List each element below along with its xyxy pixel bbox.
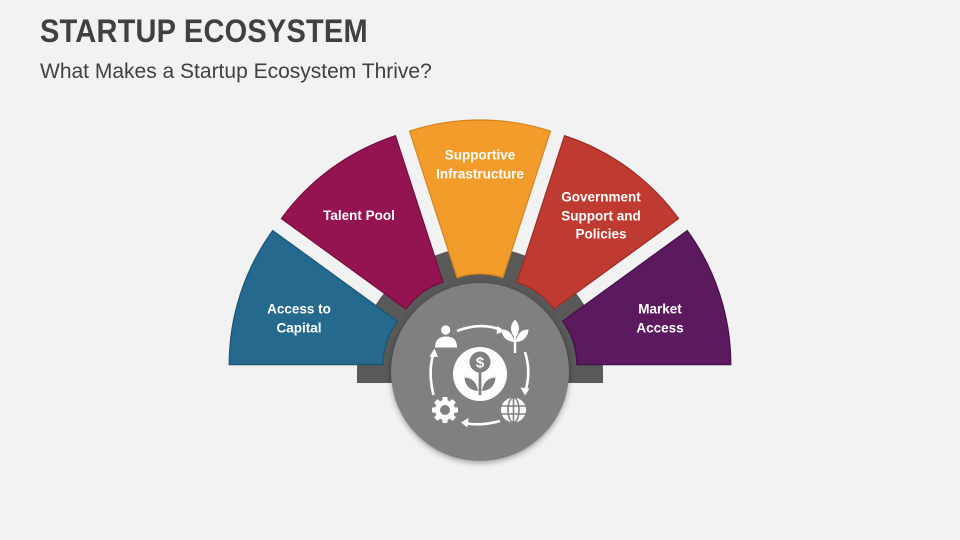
- gear-icon: [432, 397, 458, 423]
- label-supportive-infrastructure: Supportive Infrastructure: [436, 147, 524, 184]
- segment-supportive-infrastructure: [408, 119, 552, 279]
- label-access-to-capital: Access to Capital: [267, 301, 331, 338]
- segment-market-access: [561, 229, 732, 366]
- segment-shape: [561, 229, 732, 366]
- label-market-access: Market Access: [636, 301, 683, 338]
- dollar-symbol: $: [476, 355, 485, 372]
- label-line: Capital: [276, 320, 322, 335]
- segment-shape: [516, 134, 680, 310]
- globe-icon: [501, 396, 526, 424]
- page-title: STARTUP ECOSYSTEM: [40, 14, 368, 50]
- segment-shape: [228, 229, 399, 366]
- label-government-support: Government Support and Policies: [561, 188, 641, 244]
- label-line: Access to: [267, 301, 331, 317]
- segment-shape: [408, 119, 552, 279]
- person-icon: [435, 325, 457, 348]
- label-line: Talent Pool: [323, 207, 395, 223]
- label-talent-pool: Talent Pool: [323, 207, 395, 226]
- cycle-arrows-icon: [429, 324, 530, 428]
- money-plant-icon: $: [453, 347, 507, 401]
- label-line: Market: [638, 301, 682, 317]
- hub-icon-group: $: [429, 319, 530, 428]
- label-line: Support and: [561, 207, 641, 223]
- segment-talent-pool: [280, 134, 444, 310]
- label-line: Supportive: [444, 147, 516, 163]
- label-line: Government: [561, 189, 641, 205]
- segment-shape: [280, 134, 444, 310]
- plant-icon: [501, 319, 529, 353]
- label-line: Infrastructure: [436, 166, 524, 181]
- page-subtitle: What Makes a Startup Ecosystem Thrive?: [40, 60, 432, 83]
- label-line: Policies: [575, 226, 627, 242]
- segment-government-support: [516, 134, 680, 310]
- label-line: Access: [636, 320, 684, 335]
- segment-access-to-capital: [228, 229, 399, 366]
